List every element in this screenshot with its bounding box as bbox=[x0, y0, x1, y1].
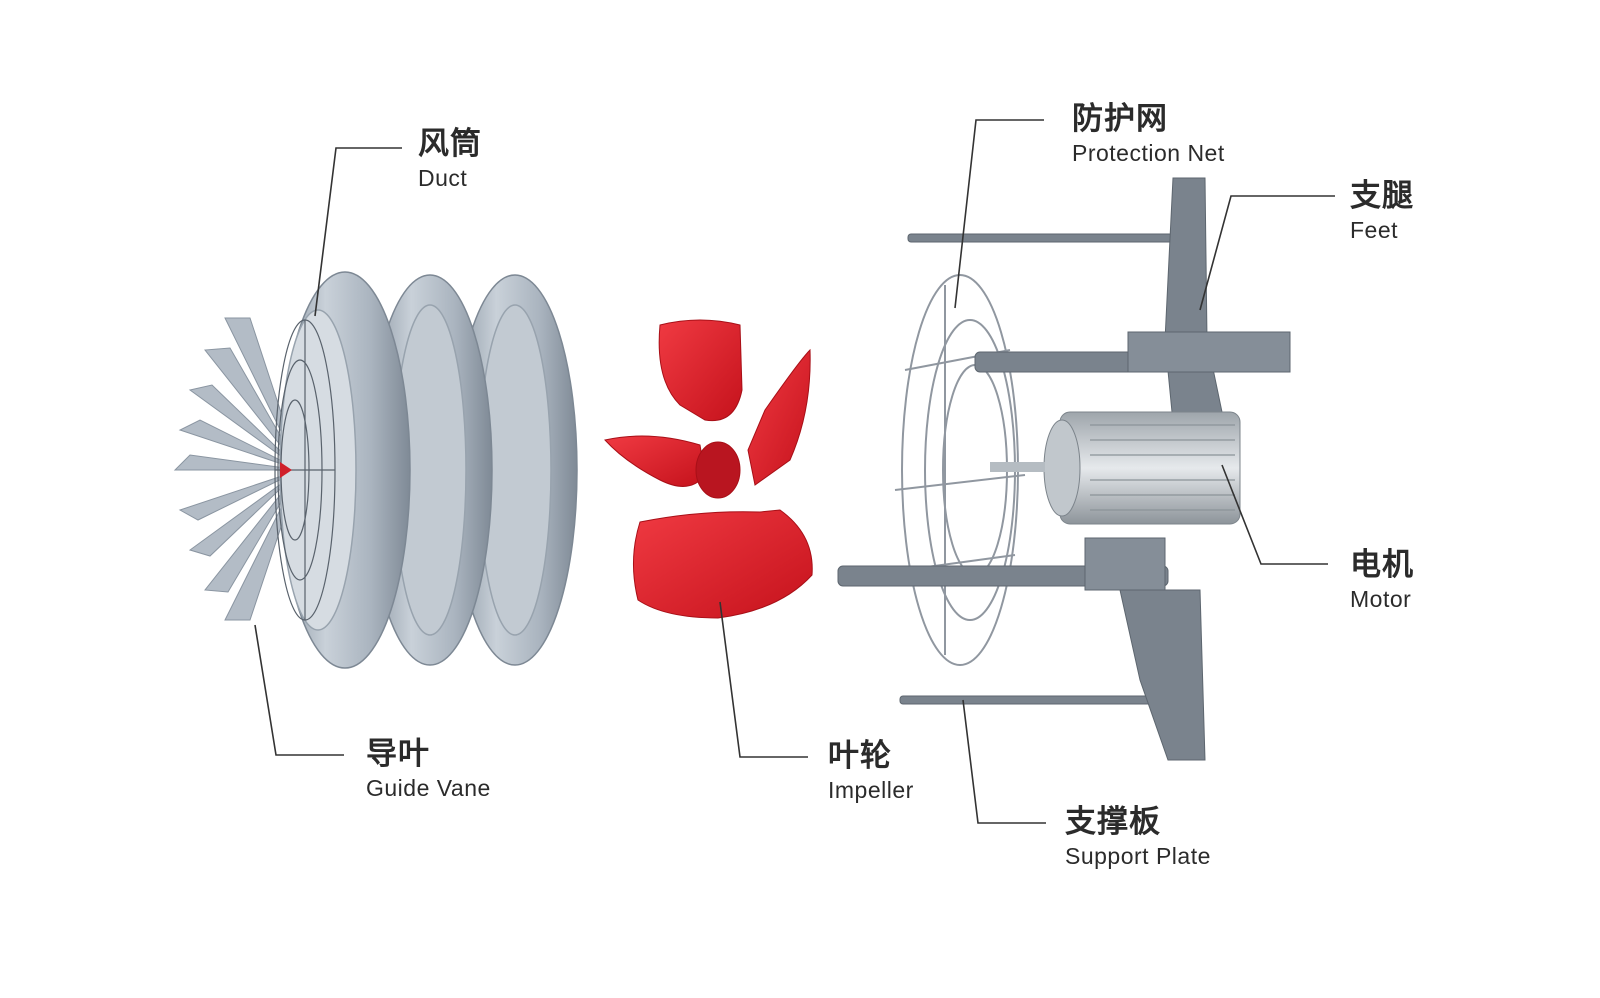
duct-label: 风筒 Duct bbox=[418, 126, 482, 192]
protection-net-label-cn: 防护网 bbox=[1072, 101, 1168, 137]
duct-label-en: Duct bbox=[418, 165, 468, 191]
feet-leader bbox=[1199, 195, 1335, 311]
duct-assembly bbox=[173, 271, 578, 669]
feet-label: 支腿 Feet bbox=[1350, 178, 1414, 244]
support-plate-leader bbox=[962, 699, 1046, 824]
feet-label-en: Feet bbox=[1350, 217, 1399, 243]
motor-label-en: Motor bbox=[1350, 586, 1412, 612]
fan-hub-logo bbox=[280, 462, 292, 478]
impeller-label-cn: 叶轮 bbox=[828, 738, 892, 774]
protection-net-leader bbox=[954, 119, 1044, 309]
support-frame bbox=[837, 177, 1291, 761]
motor-label: 电机 Motor bbox=[1350, 547, 1414, 613]
duct-label-cn: 风筒 bbox=[418, 126, 482, 162]
guide-vane-leader bbox=[254, 624, 344, 756]
protection-net-label-en: Protection Net bbox=[1072, 140, 1225, 166]
support-plate-label-en: Support Plate bbox=[1065, 843, 1211, 869]
motor-label-cn: 电机 bbox=[1350, 547, 1414, 583]
duct-leader bbox=[314, 147, 402, 317]
guide-vane-label-cn: 导叶 bbox=[366, 736, 430, 772]
guide-vane-label-en: Guide Vane bbox=[366, 775, 491, 801]
guide-vane-blades bbox=[173, 317, 301, 621]
motor-body bbox=[990, 411, 1241, 525]
feet-label-cn: 支腿 bbox=[1350, 178, 1414, 214]
impeller-assembly bbox=[604, 319, 813, 619]
impeller-leader bbox=[719, 601, 808, 758]
guide-vane-label: 导叶 Guide Vane bbox=[366, 736, 491, 802]
impeller-label: 叶轮 Impeller bbox=[828, 738, 914, 804]
support-plate-label-cn: 支撑板 bbox=[1065, 804, 1161, 840]
protection-net-label: 防护网 Protection Net bbox=[1072, 101, 1225, 167]
motor-leader bbox=[1221, 464, 1328, 565]
leader-lines bbox=[254, 119, 1335, 824]
impeller-label-en: Impeller bbox=[828, 777, 914, 803]
support-plate-label: 支撑板 Support Plate bbox=[1065, 804, 1211, 870]
